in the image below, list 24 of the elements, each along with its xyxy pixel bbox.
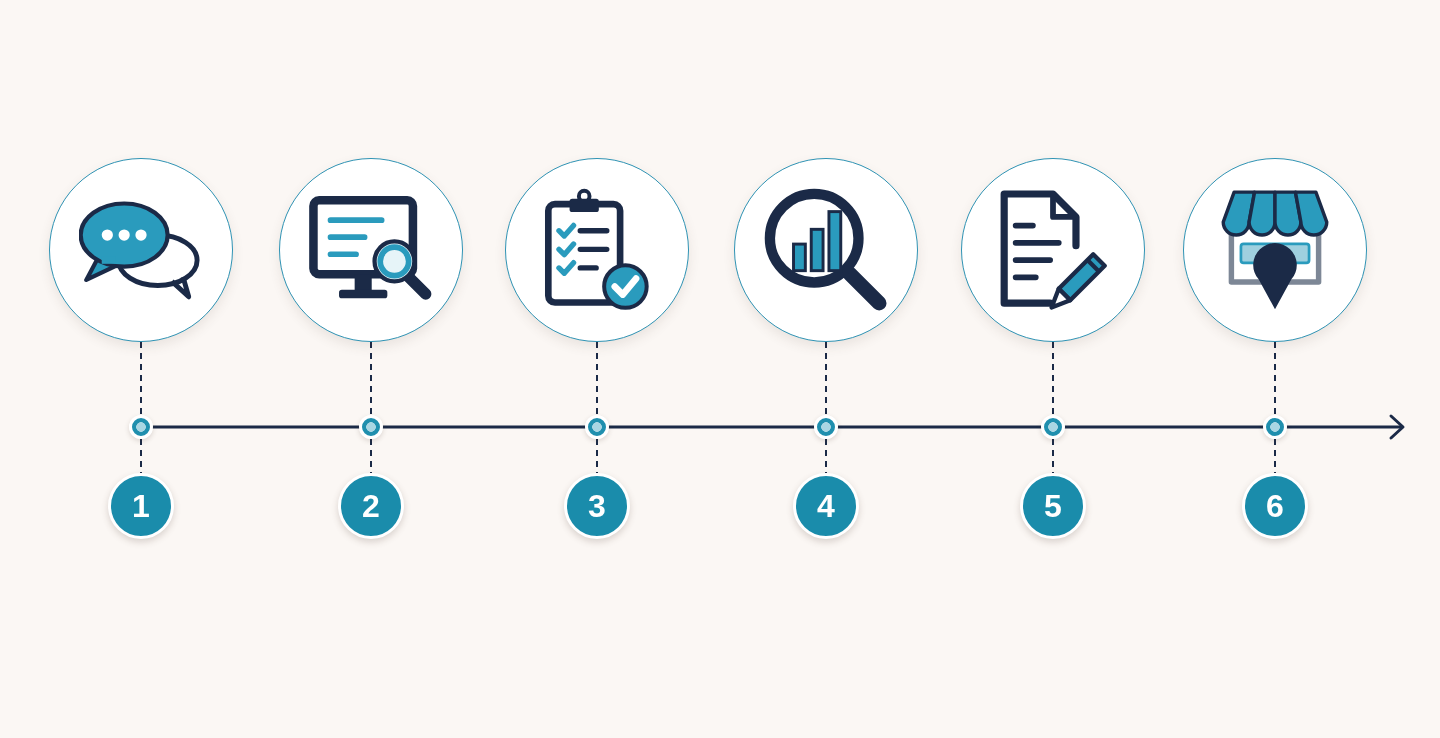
dashed-connector bbox=[370, 341, 372, 416]
timeline-dot bbox=[814, 415, 838, 439]
dashed-connector bbox=[1052, 341, 1054, 416]
dashed-connector bbox=[825, 341, 827, 416]
dashed-connector bbox=[1274, 438, 1276, 474]
step-number: 2 bbox=[338, 473, 404, 539]
timeline-dot bbox=[1041, 415, 1065, 439]
dashed-connector bbox=[596, 438, 598, 474]
step-number: 5 bbox=[1020, 473, 1086, 539]
dashed-connector bbox=[1052, 438, 1054, 474]
dashed-connector bbox=[370, 438, 372, 474]
timeline-dot bbox=[129, 415, 153, 439]
dashed-connector bbox=[140, 341, 142, 416]
timeline-dot bbox=[359, 415, 383, 439]
dashed-connector bbox=[1274, 341, 1276, 416]
timeline-dot bbox=[585, 415, 609, 439]
step-number: 1 bbox=[108, 473, 174, 539]
timeline-dot bbox=[1263, 415, 1287, 439]
step-number: 4 bbox=[793, 473, 859, 539]
step-number: 3 bbox=[564, 473, 630, 539]
step-number: 6 bbox=[1242, 473, 1308, 539]
dashed-connector bbox=[596, 341, 598, 416]
dashed-connector bbox=[140, 438, 142, 474]
dashed-connector bbox=[825, 438, 827, 474]
